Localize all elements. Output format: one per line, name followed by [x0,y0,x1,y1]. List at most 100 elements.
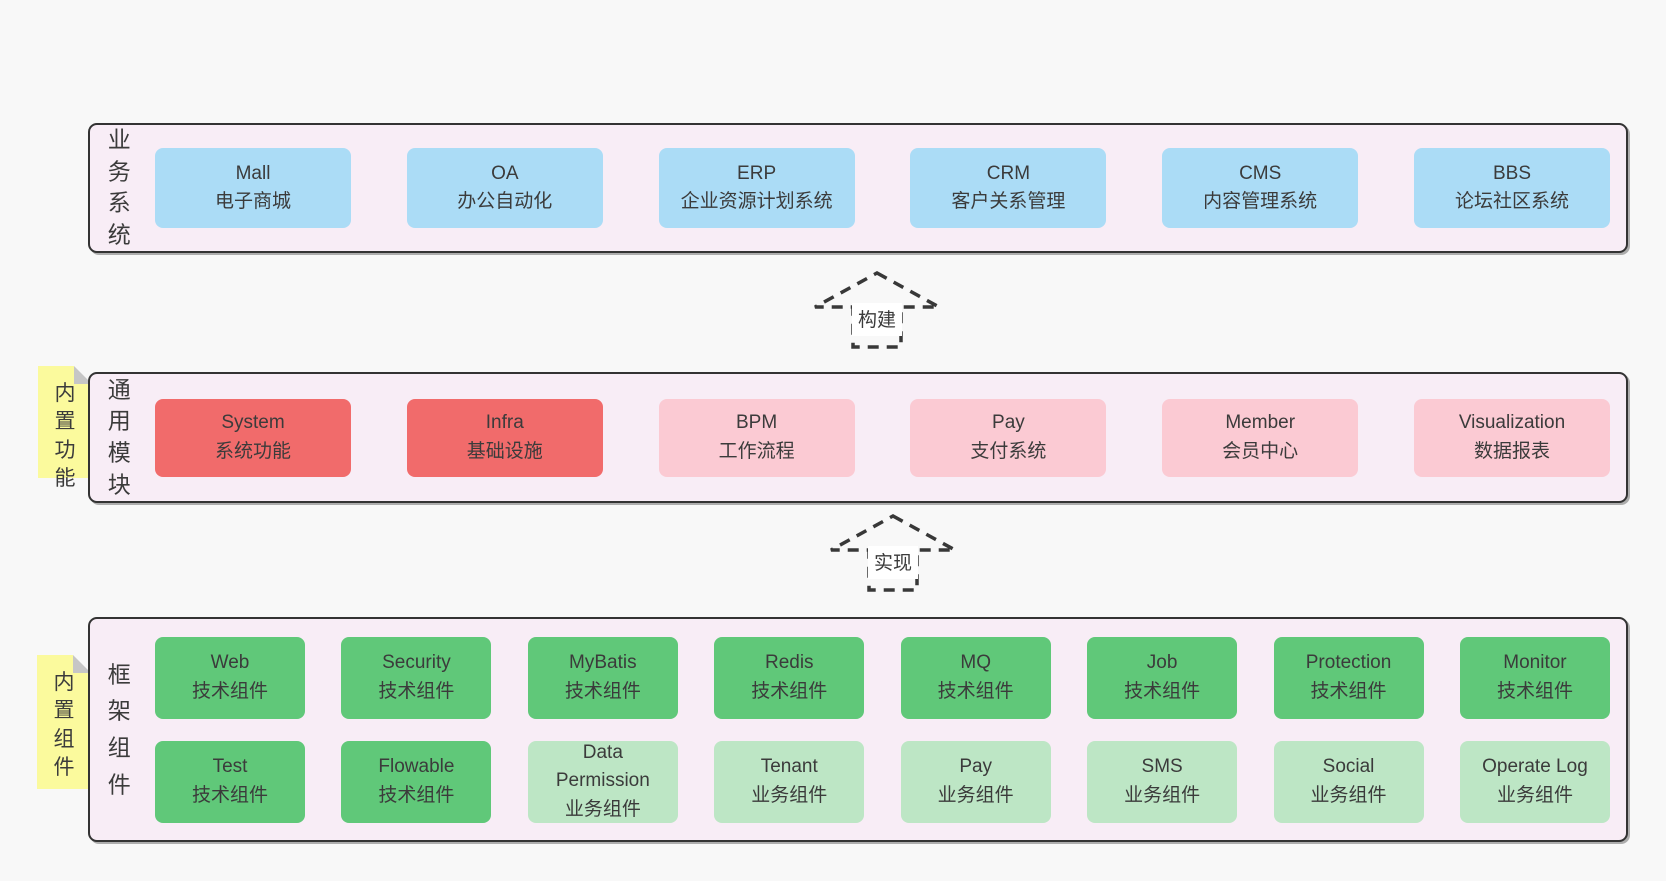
node-subtitle: 电子商城 [214,191,291,212]
node-subtitle: 客户关系管理 [951,191,1066,212]
node-title: Mall [235,162,271,184]
node-pay: Pay 支付系统 [910,398,1107,477]
node-subtitle: 技术组件 [191,680,268,702]
node-subtitle: 技术组件 [564,680,641,702]
node-infra: Infra 基础设施 [406,398,603,477]
node-title: Data Permission [555,741,650,792]
framework-components-panel: 框架组件 Web 技术组件 Security 技术组件 MyBatis 技术组件… [88,617,1628,842]
node-visualization: Visualization 数据报表 [1413,398,1610,477]
node-title: Monitor [1503,652,1567,673]
node-title: Tenant [760,756,818,777]
node-title: MyBatis [569,652,637,673]
node-title: CMS [1239,162,1282,184]
node-title: Protection [1305,652,1392,673]
node-title: Member [1225,412,1296,433]
node-title: Infra [485,412,524,433]
node-subtitle: 工作流程 [718,440,795,462]
node-operate-log: Operate Log 业务组件 [1459,740,1610,823]
node-oa: OA 办公自动化 [406,148,603,228]
node-protection: Protection 技术组件 [1273,636,1424,719]
framework-row-2: Test 技术组件 Flowable 技术组件 Data Permission … [155,740,1610,823]
node-title: CRM [986,162,1031,184]
node-title: Operate Log [1482,756,1588,777]
node-title: Pay [992,412,1025,433]
node-title: SMS [1141,756,1183,777]
node-web: Web 技术组件 [155,636,305,719]
framework-components-rows: Web 技术组件 Security 技术组件 MyBatis 技术组件 Redi… [155,619,1610,840]
node-title: Social [1322,756,1375,777]
node-subtitle: 业务组件 [937,784,1014,806]
node-subtitle: 技术组件 [751,680,828,702]
node-subtitle: 技术组件 [937,680,1014,702]
node-subtitle: 论坛社区系统 [1454,191,1569,212]
sticky-note-text: 内置功能 [54,382,76,491]
node-subtitle: 支付系统 [970,440,1047,462]
node-mall: Mall 电子商城 [155,148,351,228]
node-subtitle: 业务组件 [1496,784,1573,806]
node-title: Flowable [378,756,455,777]
node-job: Job 技术组件 [1087,636,1238,719]
node-tenant: Tenant 业务组件 [714,740,865,823]
framework-row-1: Web 技术组件 Security 技术组件 MyBatis 技术组件 Redi… [155,636,1610,719]
up-arrow-icon [830,514,956,592]
build-arrow-label: 构建 [851,303,903,336]
implement-arrow: 实现 [828,513,958,593]
node-subtitle: 业务组件 [1310,784,1387,806]
node-subtitle: 技术组件 [378,680,455,702]
business-systems-panel: 业务系统 Mall 电子商城 OA 办公自动化 ERP 企业资源计划系统 CRM… [88,123,1628,253]
layer-label-framework-components: 框架组件 [107,660,131,798]
node-redis: Redis 技术组件 [714,636,865,719]
node-erp: ERP 企业资源计划系统 [658,148,855,228]
node-bpm: BPM 工作流程 [658,398,855,477]
node-security: Security 技术组件 [341,636,492,719]
node-subtitle: 内容管理系统 [1203,191,1318,212]
node-subtitle: 技术组件 [191,784,268,806]
node-subtitle: 业务组件 [751,784,828,806]
node-title: BBS [1492,162,1531,184]
node-pay-component: Pay 业务组件 [900,740,1051,823]
node-subtitle: 业务组件 [1124,784,1201,806]
node-subtitle: 技术组件 [378,784,455,806]
node-monitor: Monitor 技术组件 [1459,636,1610,719]
node-title: OA [491,162,519,184]
node-title: Test [212,756,248,777]
node-mq: MQ 技术组件 [900,636,1051,719]
node-social: Social 业务组件 [1273,740,1424,823]
sticky-note-text: 内置组件 [53,671,75,780]
node-system: System 系统功能 [155,398,351,477]
node-title: MQ [960,652,991,673]
node-subtitle: 数据报表 [1473,440,1550,462]
node-title: Job [1146,652,1178,673]
node-sms: SMS 业务组件 [1087,740,1238,823]
node-subtitle: 系统功能 [214,440,291,462]
common-modules-row: System 系统功能 Infra 基础设施 BPM 工作流程 Pay 支付系统… [155,374,1610,501]
node-subtitle: 技术组件 [1124,680,1201,702]
implement-arrow-label: 实现 [867,546,919,579]
node-subtitle: 会员中心 [1222,440,1299,462]
common-modules-panel: 通用模块 System 系统功能 Infra 基础设施 BPM 工作流程 Pay… [88,372,1628,503]
node-cms: CMS 内容管理系统 [1162,148,1359,228]
node-test: Test 技术组件 [155,740,305,823]
node-title: Visualization [1458,412,1566,433]
node-data-permission: Data Permission 业务组件 [527,740,678,823]
node-mybatis: MyBatis 技术组件 [527,636,678,719]
node-title: Pay [959,756,993,777]
node-subtitle: 业务组件 [564,798,641,820]
node-title: BPM [736,412,778,433]
node-member: Member 会员中心 [1162,398,1359,477]
layer-label-common-modules: 通用模块 [107,376,131,498]
sticky-note-built-in-components: 内置组件 [37,655,91,789]
node-title: Security [382,652,451,673]
node-crm: CRM 客户关系管理 [910,148,1107,228]
layer-label-business-systems: 业务系统 [107,126,131,248]
node-subtitle: 基础设施 [466,440,543,462]
node-title: System [221,412,285,433]
up-arrow-icon [814,271,940,349]
business-systems-row: Mall 电子商城 OA 办公自动化 ERP 企业资源计划系统 CRM 客户关系… [155,125,1610,251]
node-title: ERP [737,162,777,184]
node-subtitle: 办公自动化 [457,191,553,212]
node-flowable: Flowable 技术组件 [341,740,492,823]
sticky-note-built-in-features: 内置功能 [38,366,92,491]
node-subtitle: 技术组件 [1496,680,1573,702]
